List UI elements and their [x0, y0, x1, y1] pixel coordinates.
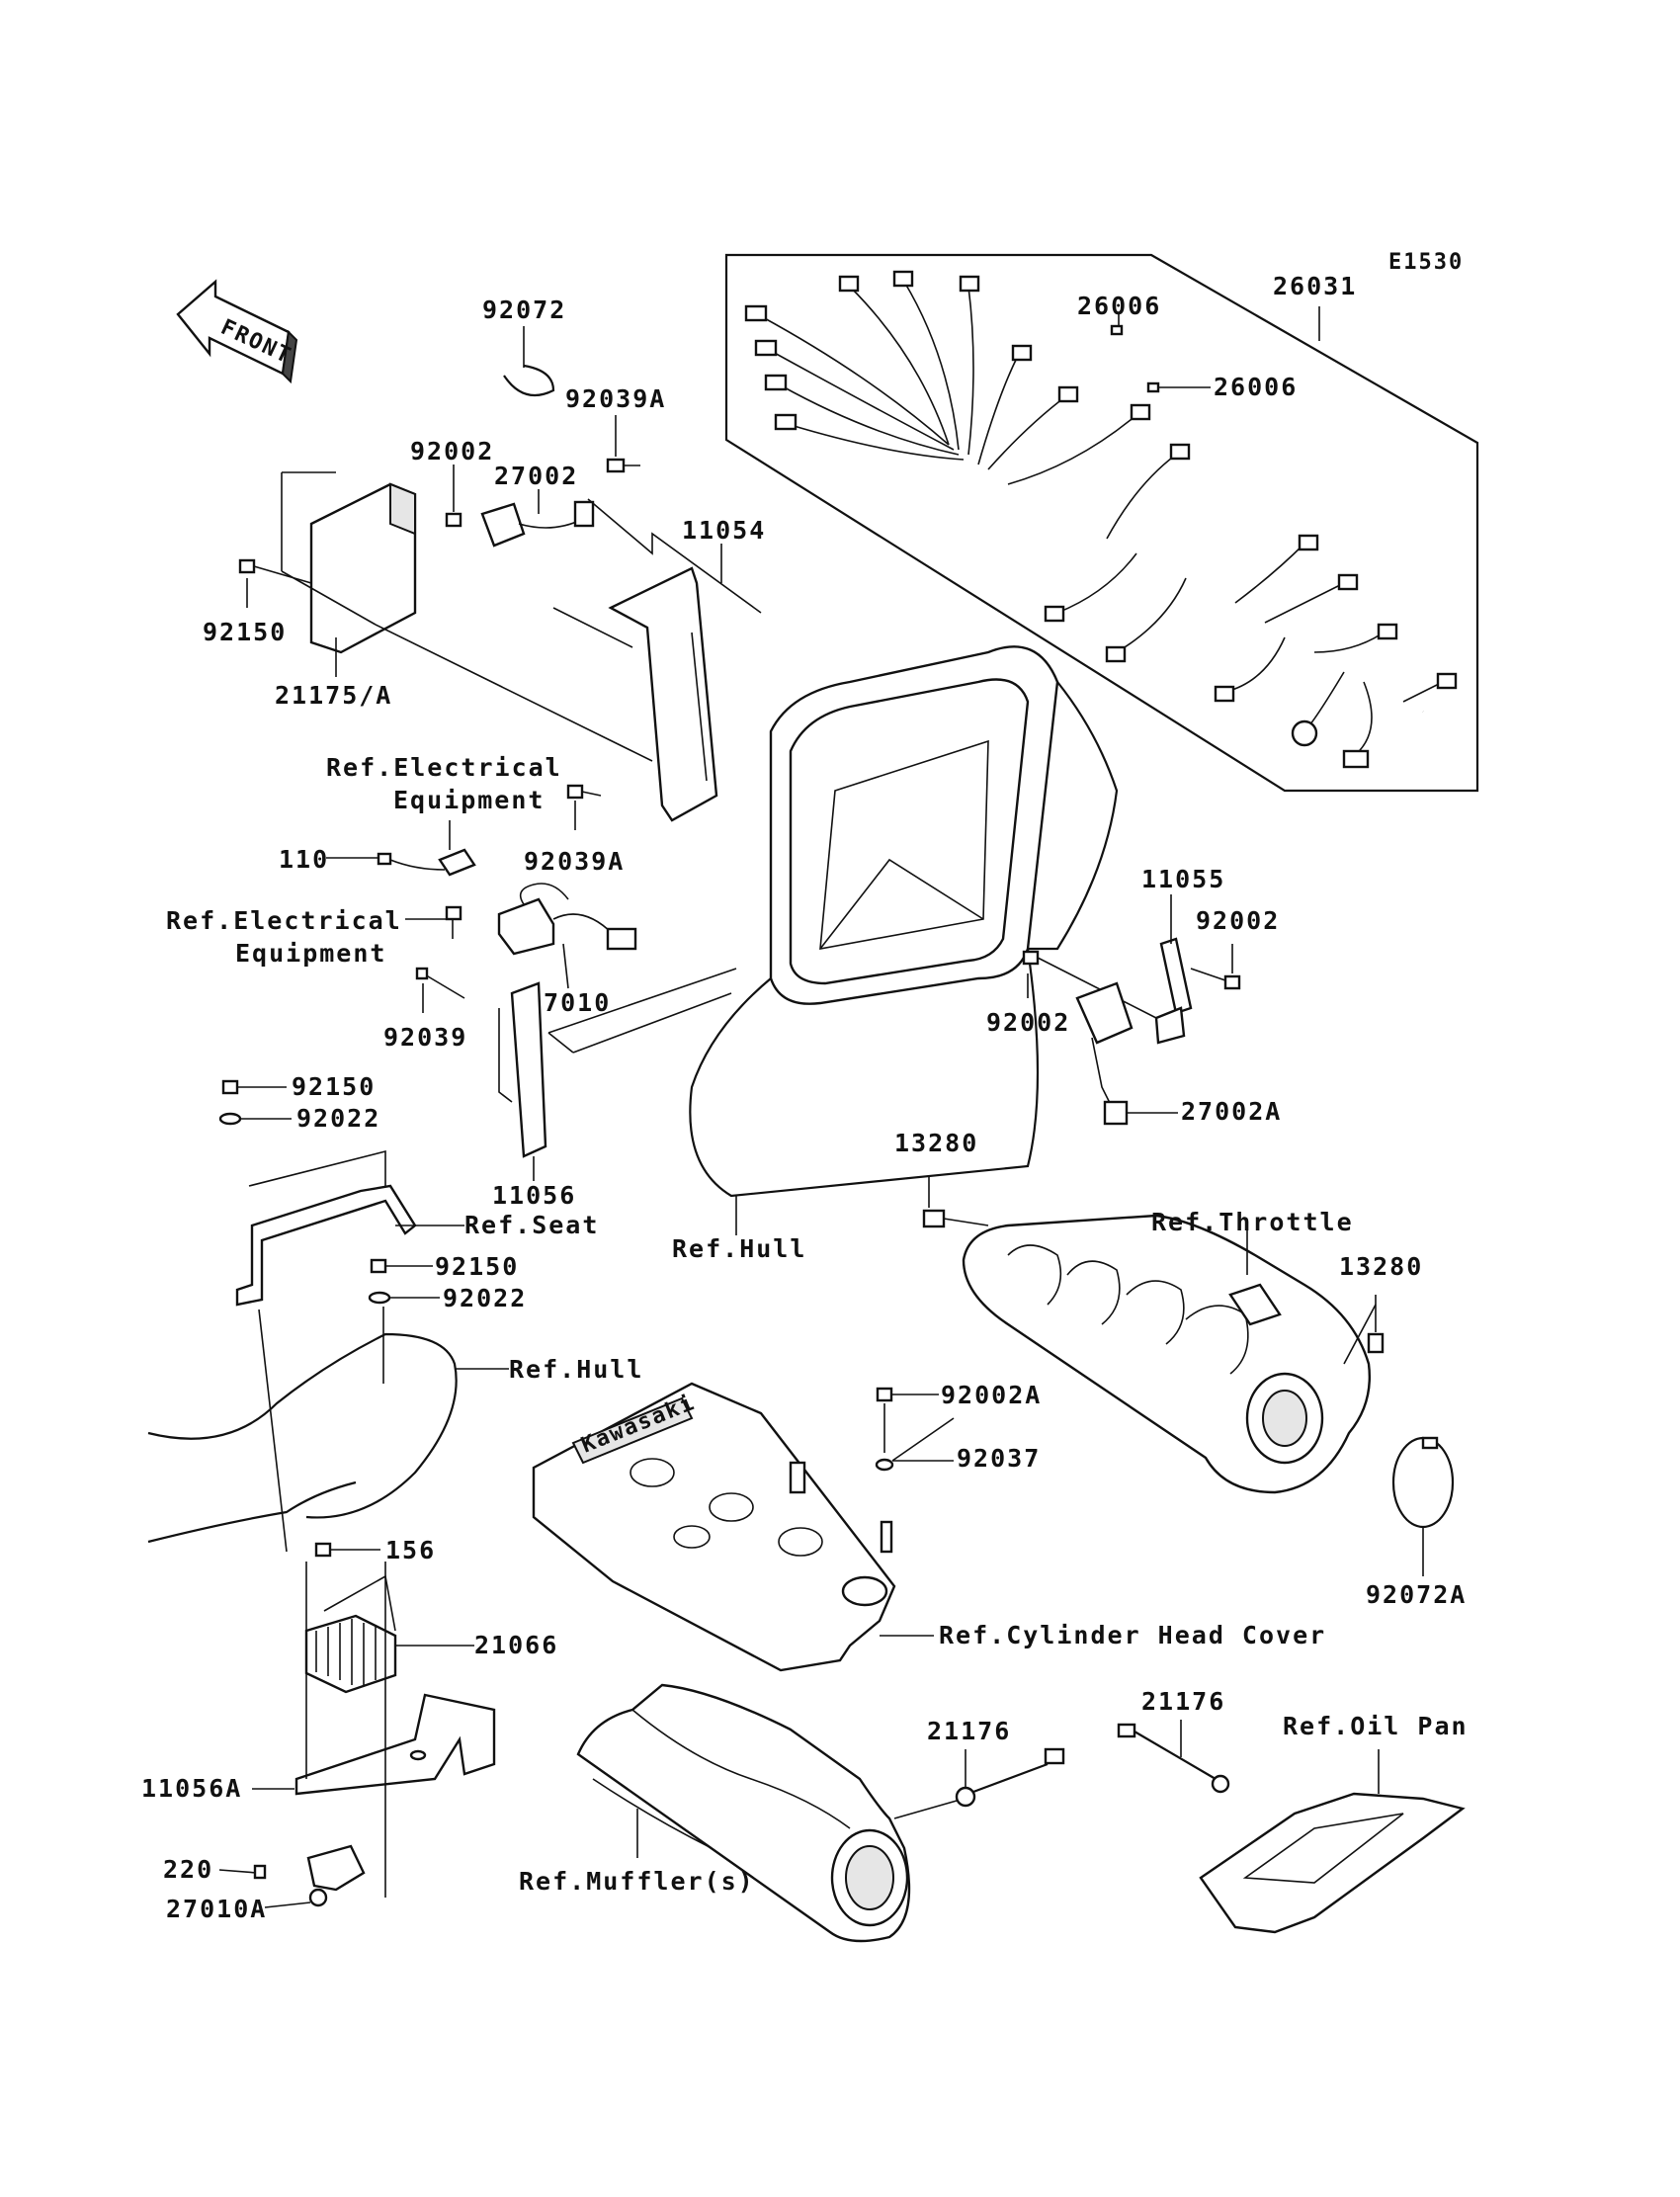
bolt-92150-a [221, 1079, 287, 1095]
cylinder-head-cover: Kawasaki [532, 1382, 934, 1672]
label-92037: 92037 [957, 1444, 1041, 1473]
label-27010A: 27010A [166, 1895, 267, 1923]
label-ref-cylinder-head-cover: Ref.Cylinder Head Cover [939, 1621, 1326, 1649]
label-26006-a: 26006 [1077, 292, 1161, 320]
label-13280-a: 13280 [894, 1129, 978, 1157]
clamp-92072 [503, 326, 555, 397]
label-92072A: 92072A [1366, 1580, 1467, 1609]
bolt-92150-top [238, 558, 312, 608]
screw-92039A-mid [566, 784, 602, 830]
label-11056A: 11056A [141, 1774, 242, 1803]
label-156: 156 [385, 1536, 436, 1564]
muffler [576, 1683, 911, 1943]
washer-92022-b [368, 1291, 440, 1305]
front-arrow-icon: FRONT [176, 279, 298, 384]
label-11054: 11054 [682, 516, 766, 545]
label-92022-b: 92022 [443, 1284, 527, 1312]
sensor-27010A [264, 1844, 366, 1908]
label-13280-b: 13280 [1339, 1252, 1423, 1281]
washer-92022-a [218, 1112, 292, 1126]
label-ref-hull-1: Ref.Hull [672, 1234, 806, 1263]
label-ref-elec-1b: Equipment [393, 786, 545, 814]
label-ref-oil-pan: Ref.Oil Pan [1283, 1712, 1469, 1740]
label-26031: 26031 [1273, 272, 1357, 300]
label-26006-b: 26006 [1214, 373, 1298, 401]
regulator-21066 [304, 1574, 474, 1694]
label-11056: 11056 [492, 1181, 576, 1210]
label-92002-mid: 92002 [986, 1008, 1070, 1037]
label-92072: 92072 [482, 296, 566, 324]
sensor-21176-b [1117, 1720, 1230, 1794]
label-92150-b: 92150 [435, 1252, 519, 1281]
label-21176-a: 21176 [927, 1717, 1011, 1745]
label-92150-a: 92150 [292, 1072, 376, 1101]
label-11055: 11055 [1141, 865, 1225, 893]
label-92002-top: 92002 [410, 437, 494, 465]
relay-27002 [480, 489, 595, 548]
label-92039A-mid: 92039A [524, 847, 625, 876]
label-ref-hull-2: Ref.Hull [509, 1355, 643, 1384]
sensor-21176-a [893, 1747, 1065, 1819]
oil-pan [1199, 1749, 1466, 1934]
bracket-11056A [252, 1562, 496, 1898]
label-ref-elec-2b: Equipment [235, 939, 386, 968]
label-ref-throttle: Ref.Throttle [1151, 1208, 1354, 1236]
label-21066: 21066 [474, 1631, 558, 1659]
label-ref-seat: Ref.Seat [464, 1211, 599, 1239]
label-27002A: 27002A [1181, 1097, 1282, 1126]
label-92039A-top: 92039A [565, 384, 666, 413]
bolt-92002-top [445, 465, 462, 528]
label-92150-top: 92150 [203, 618, 287, 646]
main-harness-26031 [724, 253, 1479, 793]
label-110: 110 [279, 845, 329, 874]
clamp-92072A [1391, 1436, 1455, 1576]
bolt-92002-right [1190, 944, 1241, 990]
ecu-21175A [281, 471, 653, 762]
label-27002: 27002 [494, 462, 578, 490]
label-ref-elec-1a: Ref.Electrical [326, 753, 562, 782]
bracket-11056 [498, 968, 737, 1181]
bracket-11054 [552, 498, 762, 822]
label-21176-b: 21176 [1141, 1687, 1225, 1716]
throttle-body [922, 1176, 1385, 1494]
label-92039: 92039 [383, 1023, 467, 1052]
bolt-92002A [876, 1387, 939, 1453]
relay-27002A [1075, 981, 1178, 1126]
strap-92037 [875, 1417, 955, 1472]
bolt-92002-mid [1022, 950, 1157, 1019]
label-ref-elec-2a: Ref.Electrical [166, 906, 402, 935]
screw-92039A-top [606, 415, 640, 473]
seat-bracket [235, 1149, 464, 1307]
label-220: 220 [163, 1855, 213, 1884]
bolt-92150-b [370, 1258, 433, 1274]
label-92002A: 92002A [941, 1381, 1042, 1409]
hull-opening [689, 645, 1119, 1235]
coil-27010 [326, 820, 637, 989]
label-ref-muffler: Ref.Muffler(s) [519, 1867, 755, 1896]
label-92022-a: 92022 [296, 1104, 380, 1133]
hull-lower [147, 1307, 509, 1553]
bolt-156 [314, 1542, 380, 1558]
figure-code: E1530 [1388, 250, 1464, 275]
label-21175A: 21175/A [275, 681, 392, 710]
screw-220 [218, 1864, 267, 1880]
label-92002-right: 92002 [1196, 906, 1280, 935]
bolt-92039 [415, 967, 465, 1013]
bracket-11055 [1154, 894, 1193, 1045]
